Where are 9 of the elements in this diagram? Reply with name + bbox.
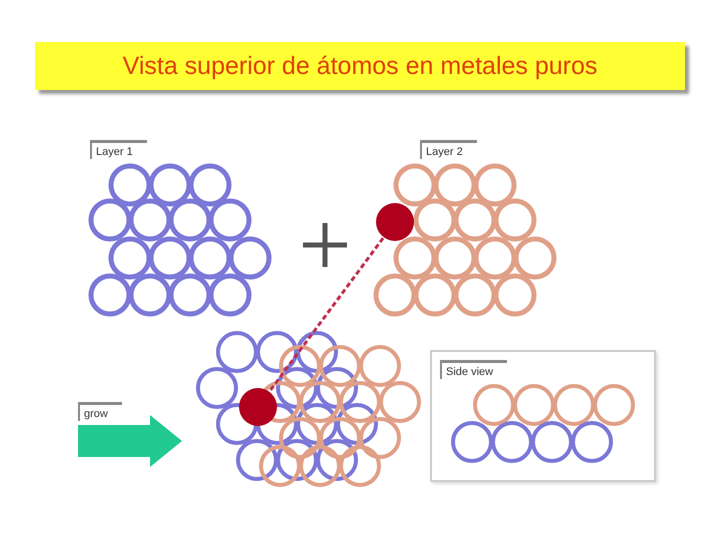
layer-label: Layer 2 (420, 140, 477, 159)
inset-box (430, 350, 656, 482)
title-banner: Vista superior de átomos en metales puros (35, 42, 685, 90)
layer-label: grow (78, 402, 122, 421)
dashed-line (268, 237, 384, 392)
atom-circle (239, 388, 277, 426)
atom-circle (376, 203, 414, 241)
box-title: Side view (440, 360, 508, 379)
layer-label: Layer 1 (90, 140, 147, 159)
